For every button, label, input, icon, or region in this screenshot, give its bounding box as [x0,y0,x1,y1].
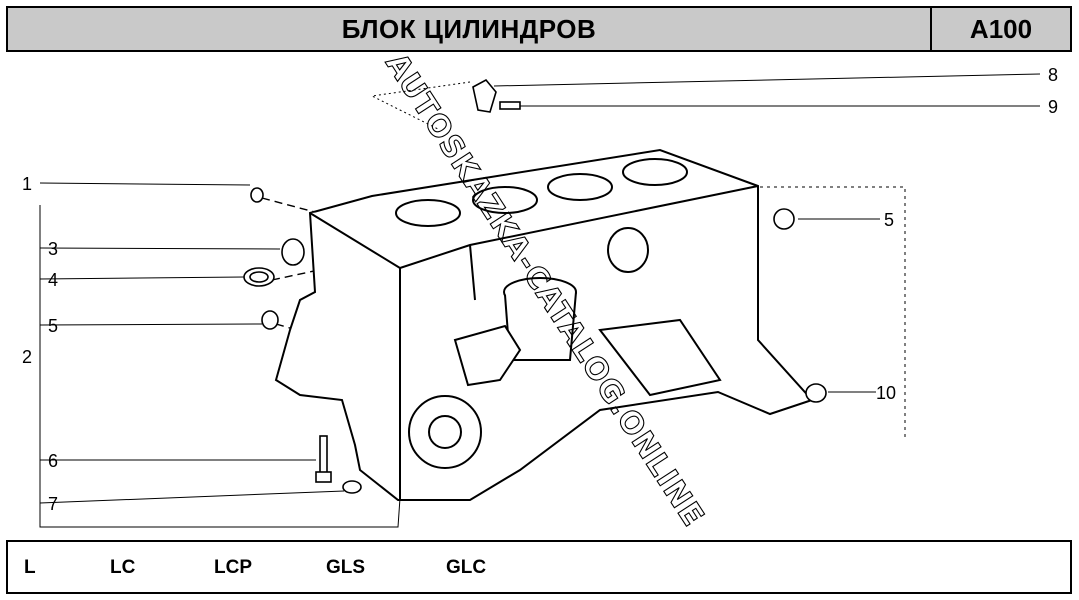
cylinder-block-diagram: 1 2 3 4 5 6 7 8 9 5 10 AUTOSKAZKA-CATALO… [22,56,1058,534]
cylinder-bores [395,158,688,227]
callout-10: 10 [876,383,896,403]
callout-2: 2 [22,347,32,367]
callout-3: 3 [48,239,58,259]
model-lc: LC [110,557,136,578]
callout-9: 9 [1048,97,1058,117]
model-l: L [24,557,36,578]
leader-lines [39,73,1041,528]
callout-5-left: 5 [48,316,58,336]
callout-4: 4 [48,270,58,290]
callout-7: 7 [48,494,58,514]
callout-6: 6 [48,451,58,471]
header-bar: БЛОК ЦИЛИНДРОВ A100 [6,6,1072,52]
code-cell: A100 [932,8,1070,50]
callout-8: 8 [1048,65,1058,85]
model-lcp: LCP [214,557,252,578]
title-cell: БЛОК ЦИЛИНДРОВ [8,8,932,50]
small-parts [243,78,827,494]
page-title: БЛОК ЦИЛИНДРОВ [341,13,597,44]
section-code: A100 [969,13,1033,44]
callout-5-right: 5 [884,210,894,230]
model-gls: GLS [326,557,366,578]
callout-1: 1 [22,174,32,194]
block-details [408,227,722,469]
model-bar: L LC LCP GLS GLC [6,540,1072,594]
model-glc: GLC [446,557,487,578]
